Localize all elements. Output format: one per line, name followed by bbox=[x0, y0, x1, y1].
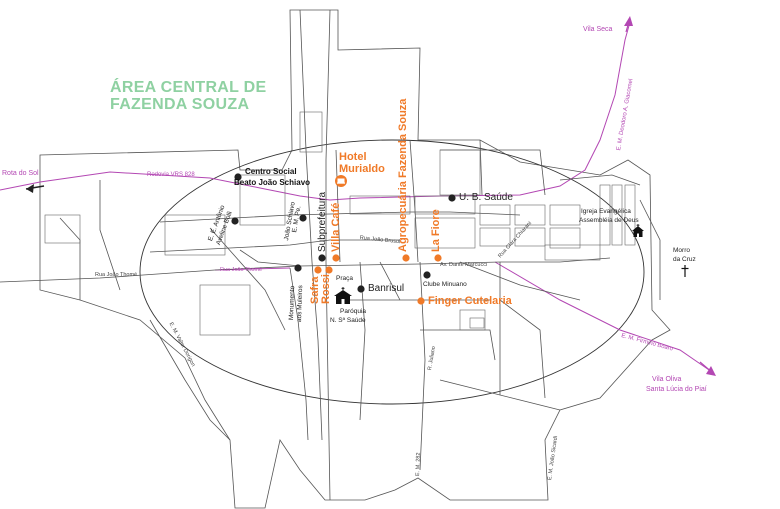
street-label-joao-thome-mid: Rua João Thomé bbox=[220, 267, 263, 273]
arrow-down-right-icon bbox=[699, 361, 716, 376]
dot-agro bbox=[402, 254, 410, 262]
place-label-paroquia-1: Paróquia bbox=[340, 308, 367, 315]
dot-centro-social bbox=[234, 173, 242, 181]
place-label-monumento-2: aos Muleiros bbox=[296, 285, 305, 323]
place-label-subprefeitura: Subprefeitura bbox=[317, 191, 328, 252]
place-label-centro-social-1: Centro Social bbox=[245, 167, 297, 176]
road-label-vila-seca: Vila Seca bbox=[583, 26, 613, 33]
dot-monumento bbox=[294, 264, 302, 272]
highlight-label-safra-2: Rossi bbox=[320, 274, 332, 304]
dot-clube bbox=[423, 271, 431, 279]
streets bbox=[0, 9, 661, 501]
highlight-label-hotel-1: Hotel bbox=[339, 151, 367, 163]
street-label-dante-marcucci: Av. Dante Marcucci bbox=[440, 262, 488, 268]
place-label-centro-social-2: Beato João Schiavo bbox=[234, 178, 311, 187]
place-label-igreja-2: Assembléia de Deus bbox=[579, 217, 639, 224]
place-label-clube: Clube Minuano bbox=[423, 281, 467, 288]
place-label-banrisul: Banrisul bbox=[368, 283, 405, 294]
highway-firmino bbox=[494, 261, 713, 373]
road-label-em-282: E. M. 282 bbox=[415, 452, 422, 477]
dot-ubs bbox=[448, 194, 456, 202]
highlight-label-hotel-2: Murialdo bbox=[339, 163, 385, 175]
highlight-label-la-fiore: La Fiore bbox=[430, 209, 442, 252]
hotel-icon bbox=[335, 175, 347, 187]
dot-la-fiore bbox=[434, 254, 442, 262]
dot-safra-2 bbox=[325, 266, 333, 274]
road-label-rodovia: Rodovia VRS 828 bbox=[147, 172, 195, 178]
dot-subprefeitura bbox=[318, 254, 326, 262]
city-blocks bbox=[44, 111, 636, 336]
poi-dots bbox=[231, 173, 456, 293]
dot-banrisul bbox=[357, 285, 365, 293]
map-title-line1: ÁREA CENTRAL DE bbox=[110, 79, 267, 96]
highlight-label-villa-cafe: Villa Café bbox=[330, 202, 342, 252]
place-label-igreja-1: Igreja Evangélica bbox=[581, 208, 631, 215]
place-label-morro-1: Morro bbox=[673, 247, 690, 254]
central-area-ellipse bbox=[139, 139, 645, 405]
arrow-up-right-icon bbox=[624, 16, 633, 33]
street-label-joao-thome-left: Rua João Thomé bbox=[95, 272, 138, 278]
road-label-rota-do-sol: Rota do Sol bbox=[2, 170, 39, 177]
place-label-paroquia-2: N. Sª Saúde bbox=[330, 317, 366, 324]
highlight-label-agro: Agropecuária Fazenda Souza bbox=[397, 98, 409, 252]
road-label-vila-oliva: Vila Oliva bbox=[652, 376, 682, 383]
church-icon bbox=[334, 287, 352, 304]
dot-finger bbox=[417, 297, 425, 305]
highlight-label-finger: Finger Cutelaria bbox=[428, 295, 512, 307]
place-label-ubs: U. B. Saúde bbox=[459, 192, 513, 203]
church-icon bbox=[632, 224, 644, 237]
map-title-line2: FAZENDA SOUZA bbox=[110, 96, 250, 113]
arrow-left-icon bbox=[25, 184, 45, 193]
place-label-morro-2: da Cruz bbox=[673, 256, 696, 263]
dot-em-pe-joao bbox=[299, 214, 307, 222]
district-boundary bbox=[39, 9, 671, 509]
dot-safra bbox=[314, 266, 322, 274]
cross-icon bbox=[681, 265, 689, 277]
road-label-santa-lucia: Santa Lúcia do Piaí bbox=[646, 386, 707, 393]
dot-villa-cafe bbox=[332, 254, 340, 262]
highway-rodovia bbox=[0, 21, 631, 201]
dot-ee-antonio bbox=[231, 217, 239, 225]
place-label-praca: Praça bbox=[336, 275, 353, 282]
highlight-dots bbox=[314, 254, 442, 305]
